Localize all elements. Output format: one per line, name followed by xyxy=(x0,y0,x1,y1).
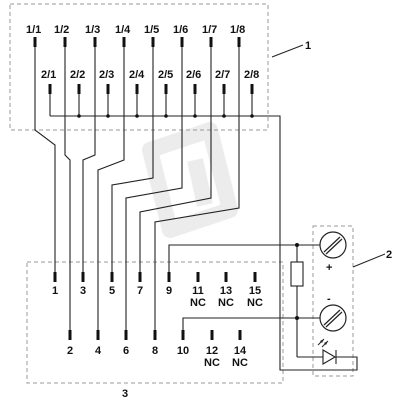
callout-3: 3 xyxy=(122,388,128,400)
minus-label: - xyxy=(327,293,331,305)
lower-terminal-label-12: 12 xyxy=(206,345,218,357)
plus-label: + xyxy=(326,262,332,274)
common-bus xyxy=(49,94,300,371)
supply-wires xyxy=(168,243,358,371)
terminal-label-1-1: 1/1 xyxy=(26,24,41,36)
terminal-label-2-1: 2/1 xyxy=(41,69,56,81)
terminal-label-2-5: 2/5 xyxy=(158,69,173,81)
resistor xyxy=(290,261,304,287)
lower-terminal-label-10: 10 xyxy=(177,345,189,357)
callout-leader-1 xyxy=(271,44,304,58)
second-row-pins xyxy=(48,84,254,94)
terminal-label-1-3: 1/3 xyxy=(85,24,100,36)
terminal-label-1-8: 1/8 xyxy=(230,24,245,36)
lower-row-1-pins xyxy=(53,272,257,282)
terminal-label-1-6: 1/6 xyxy=(173,24,188,36)
power-enclosure xyxy=(312,225,354,377)
lower-row-2-labels: 2 4 6 8 10 12 14 NC NC xyxy=(67,345,248,369)
terminal-label-2-6: 2/6 xyxy=(186,69,201,81)
top-row-labels: 1/1 1/2 1/3 1/4 1/5 1/6 1/7 1/8 xyxy=(26,24,245,36)
top-row-pins xyxy=(33,37,241,47)
terminal-label-1-5: 1/5 xyxy=(144,24,159,36)
nc-label: NC xyxy=(247,297,263,309)
callout-2: 2 xyxy=(386,249,392,261)
callout-1: 1 xyxy=(305,40,311,52)
nc-label: NC xyxy=(204,357,220,369)
upper-enclosure xyxy=(9,3,269,131)
signal-wires xyxy=(34,47,240,330)
lower-terminal-label-13: 13 xyxy=(220,285,232,297)
lower-terminal-label-4: 4 xyxy=(95,345,102,357)
nc-label: NC xyxy=(232,357,248,369)
lower-terminal-label-1: 1 xyxy=(52,285,58,297)
minus-terminal xyxy=(319,304,347,332)
lower-row-1-labels: 1 3 5 7 9 11 13 15 NC NC NC xyxy=(52,285,263,309)
terminal-label-2-8: 2/8 xyxy=(244,69,259,81)
lower-terminal-label-3: 3 xyxy=(80,285,86,297)
terminal-label-2-3: 2/3 xyxy=(99,69,114,81)
lower-terminal-label-8: 8 xyxy=(152,345,158,357)
lower-terminal-label-14: 14 xyxy=(234,345,247,357)
terminal-label-1-7: 1/7 xyxy=(202,24,217,36)
terminal-label-1-4: 1/4 xyxy=(115,24,131,36)
plus-terminal xyxy=(319,231,347,259)
lower-terminal-label-7: 7 xyxy=(137,285,143,297)
lower-terminal-label-15: 15 xyxy=(249,285,261,297)
lower-row-2-pins xyxy=(68,330,242,340)
lower-terminal-label-11: 11 xyxy=(192,285,204,297)
terminal-label-2-4: 2/4 xyxy=(129,69,145,81)
callout-leader-2 xyxy=(352,253,386,268)
lower-terminal-label-5: 5 xyxy=(109,285,115,297)
watermark xyxy=(142,122,238,238)
lower-terminal-label-2: 2 xyxy=(67,345,73,357)
second-row-labels: 2/1 2/2 2/3 2/4 2/5 2/6 2/7 2/8 xyxy=(41,69,259,81)
terminal-label-1-2: 1/2 xyxy=(54,24,69,36)
terminal-label-2-2: 2/2 xyxy=(70,69,85,81)
terminal-label-2-7: 2/7 xyxy=(215,69,230,81)
nc-label: NC xyxy=(218,297,234,309)
nc-label: NC xyxy=(190,297,206,309)
lower-terminal-label-9: 9 xyxy=(166,285,172,297)
lower-terminal-label-6: 6 xyxy=(123,345,129,357)
led-indicator xyxy=(317,338,337,365)
